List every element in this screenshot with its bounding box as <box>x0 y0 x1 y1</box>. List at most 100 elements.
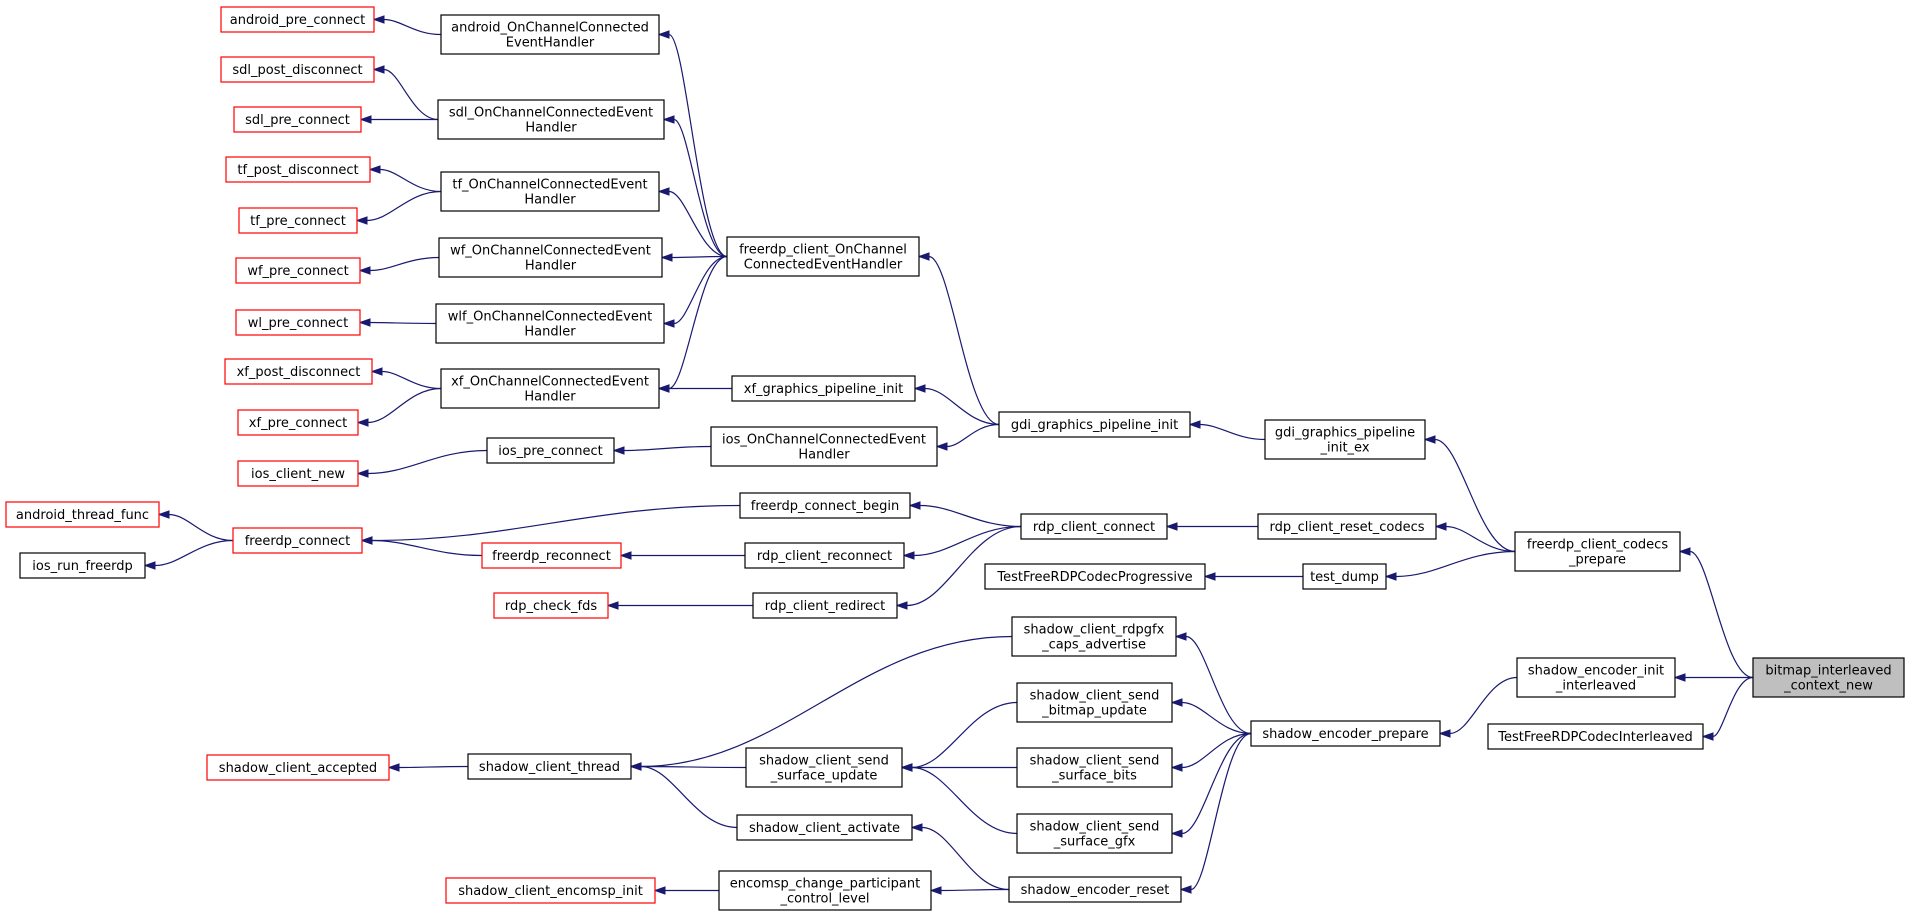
node-box <box>710 426 938 467</box>
node-label: sdl_post_disconnect <box>232 63 362 78</box>
edge-line <box>1395 550 1516 578</box>
node-label: Handler <box>524 325 576 340</box>
node-label: freerdp_reconnect <box>492 549 611 564</box>
edge-line <box>668 255 728 390</box>
node-label: TestFreeRDPCodecInterleaved <box>1497 730 1693 745</box>
node-tf-post-disconnect[interactable]: tf_post_disconnect <box>225 156 371 183</box>
call-edge-shadow-client-thread-to-shadow-client-send-surface-update <box>629 762 747 771</box>
node-ios-client-new[interactable]: ios_client_new <box>237 460 359 487</box>
arrowhead-icon <box>1701 732 1714 741</box>
edge-line <box>640 765 747 769</box>
call-edge-freerdp-connect-begin-to-rdp-client-connect <box>908 501 1022 528</box>
node-box <box>1020 513 1168 540</box>
node-box <box>1016 813 1173 854</box>
arrowhead-icon <box>913 384 926 393</box>
node-ios-run-freerdp[interactable]: ios_run_freerdp <box>19 552 146 579</box>
node-box <box>237 460 359 487</box>
node-freerdp-connect-begin[interactable]: freerdp_connect_begin <box>739 492 911 519</box>
arrowhead-icon <box>1384 572 1397 581</box>
node-rdp-check-fds[interactable]: rdp_check_fds <box>493 592 609 619</box>
arrowhead-icon <box>612 446 625 455</box>
node-tf-pre-connect[interactable]: tf_pre_connect <box>238 207 358 234</box>
node-box <box>736 814 913 841</box>
node-xf-post-disconnect[interactable]: xf_post_disconnect <box>224 358 373 385</box>
node-shadow-client-activate[interactable]: shadow_client_activate <box>736 814 913 841</box>
call-edge-test-dump-to-freerdp-client-codecs-prepare <box>1384 550 1516 581</box>
node-android-thread-func[interactable]: android_thread_func <box>5 501 160 528</box>
node-box <box>445 877 656 904</box>
node-shadow-encoder-prepare[interactable]: shadow_encoder_prepare <box>1250 720 1441 747</box>
node-freerdp-client-codecs-prepare[interactable]: freerdp_client_codecs_prepare <box>1514 531 1681 572</box>
node-label: freerdp_connect_begin <box>751 499 899 514</box>
node-gdi-graphics-pipeline-init-ex[interactable]: gdi_graphics_pipeline_init_ex <box>1264 419 1426 460</box>
node-sdl-post-disconnect[interactable]: sdl_post_disconnect <box>220 56 375 83</box>
node-shadow-client-rdpgfx-caps-advertise[interactable]: shadow_client_rdpgfx_caps_advertise <box>1011 616 1177 657</box>
node-label: freerdp_client_OnChannel <box>739 243 907 258</box>
node-gdi-graphics-pipeline-init[interactable]: gdi_graphics_pipeline_init <box>998 411 1191 438</box>
arrowhead-icon <box>370 367 383 376</box>
node-box <box>235 257 361 284</box>
node-wl-pre-connect[interactable]: wl_pre_connect <box>235 309 361 336</box>
node-rdp-client-reconnect[interactable]: rdp_client_reconnect <box>744 542 905 569</box>
node-box <box>1011 616 1177 657</box>
arrowhead-icon <box>368 165 381 174</box>
call-edge-wf-onchannelconnectedeventhandler-to-freerdp-client-onchannelconnectedeventhandler <box>660 253 728 262</box>
node-sdl-pre-connect[interactable]: sdl_pre_connect <box>233 106 362 133</box>
arrowhead-icon <box>1174 632 1187 641</box>
node-shadow-client-accepted[interactable]: shadow_client_accepted <box>206 754 390 781</box>
call-edge-gdi-graphics-pipeline-init-to-gdi-graphics-pipeline-init-ex <box>1188 420 1266 441</box>
node-shadow-client-send-bitmap-update[interactable]: shadow_client_send_bitmap_update <box>1016 682 1173 723</box>
node-box <box>1257 513 1437 540</box>
node-bitmap-interleaved-context-new[interactable]: bitmap_interleaved_context_new <box>1752 657 1905 698</box>
node-rdp-client-reset-codecs[interactable]: rdp_client_reset_codecs <box>1257 513 1437 540</box>
node-freerdp-client-onchannelconnectedeventhandler[interactable]: freerdp_client_OnChannelConnectedEventHa… <box>726 236 920 277</box>
call-edge-rdp-client-connect-to-rdp-client-reset-codecs <box>1165 522 1258 531</box>
node-shadow-client-encomsp-init[interactable]: shadow_client_encomsp_init <box>445 877 656 904</box>
node-box <box>437 99 665 140</box>
call-edge-testfreerdpcodecprogressive-to-test-dump <box>1203 572 1304 581</box>
edge-line <box>379 168 442 193</box>
node-freerdp-reconnect[interactable]: freerdp_reconnect <box>481 542 622 569</box>
edge-line <box>673 255 728 325</box>
node-rdp-client-connect[interactable]: rdp_client_connect <box>1020 513 1168 540</box>
node-xf-graphics-pipeline-init[interactable]: xf_graphics_pipeline_init <box>731 375 916 402</box>
node-wf-pre-connect[interactable]: wf_pre_connect <box>235 257 361 284</box>
node-ios-pre-connect[interactable]: ios_pre_connect <box>486 437 615 464</box>
node-shadow-encoder-init-interleaved[interactable]: shadow_encoder_init_interleaved <box>1516 657 1676 698</box>
node-freerdp-connect[interactable]: freerdp_connect <box>232 527 363 554</box>
node-box <box>467 753 632 780</box>
arrowhead-icon <box>157 510 170 519</box>
call-edge-shadow-client-thread-to-shadow-client-activate <box>629 762 738 829</box>
edge-line <box>1181 732 1252 769</box>
node-xf-pre-connect[interactable]: xf_pre_connect <box>237 409 359 436</box>
call-edge-shadow-client-send-surface-update-to-shadow-client-send-surface-bits <box>900 763 1018 772</box>
node-label: xf_pre_connect <box>249 416 347 431</box>
node-label: _control_level <box>780 892 870 907</box>
node-testfreerdpcodecinterleaved[interactable]: TestFreeRDPCodecInterleaved <box>1487 723 1704 750</box>
node-encomsp-change-participant-control-level[interactable]: encomsp_change_participant_control_level <box>718 870 932 911</box>
node-box <box>1016 682 1173 723</box>
edge-line <box>367 449 488 475</box>
node-shadow-encoder-reset[interactable]: shadow_encoder_reset <box>1008 876 1182 903</box>
node-box <box>984 563 1206 590</box>
node-testfreerdpcodecprogressive[interactable]: TestFreeRDPCodecProgressive <box>984 563 1206 590</box>
node-shadow-client-send-surface-update[interactable]: shadow_client_send_surface_update <box>745 747 903 788</box>
edge-line <box>1689 550 1754 679</box>
node-shadow-client-send-surface-gfx[interactable]: shadow_client_send_surface_gfx <box>1016 813 1173 854</box>
node-shadow-client-thread[interactable]: shadow_client_thread <box>467 753 632 780</box>
node-rdp-client-redirect[interactable]: rdp_client_redirect <box>752 592 898 619</box>
node-shadow-client-send-surface-bits[interactable]: shadow_client_send_surface_bits <box>1016 747 1173 788</box>
node-label: shadow_client_send <box>1030 820 1160 835</box>
node-label: ios_client_new <box>251 467 345 482</box>
arrowhead-icon <box>1678 547 1691 556</box>
node-test-dump[interactable]: test_dump <box>1302 563 1387 590</box>
edge-line <box>924 387 1000 426</box>
node-android-pre-connect[interactable]: android_pre_connect <box>220 6 375 33</box>
